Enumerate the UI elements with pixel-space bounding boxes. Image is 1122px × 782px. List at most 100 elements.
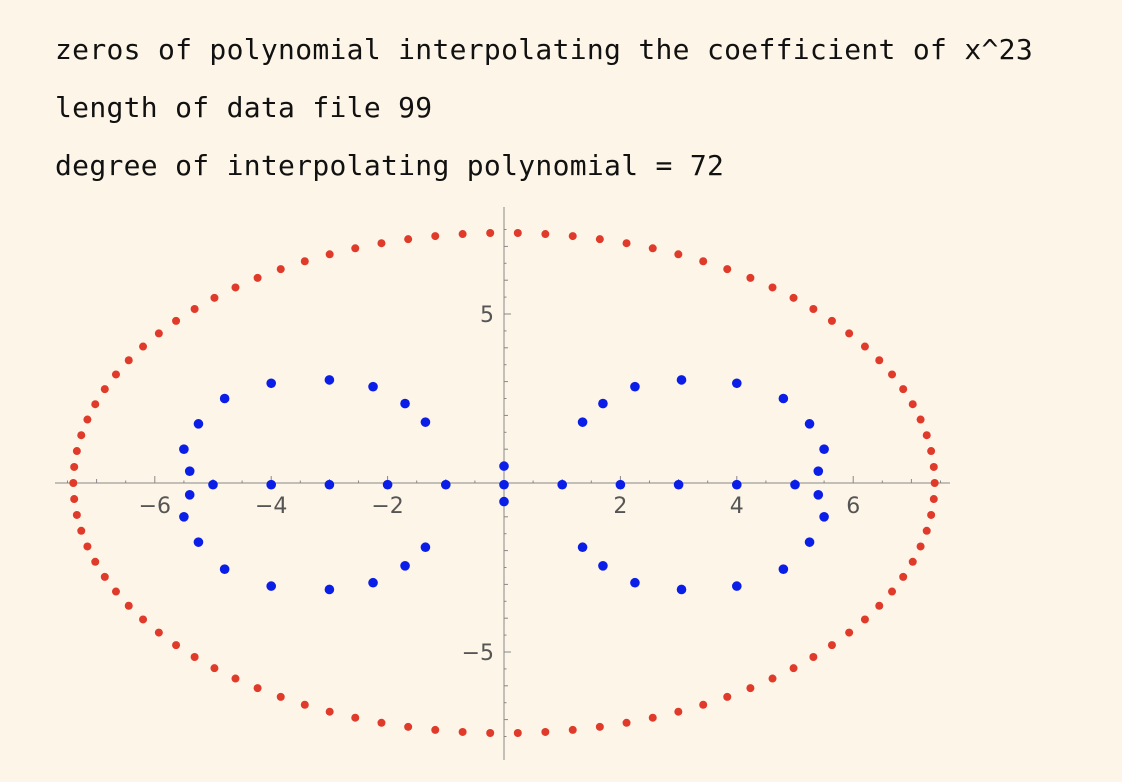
blue-zero-point [179,512,189,522]
red-zero-point [908,557,917,566]
blue-zero-point [266,378,277,389]
red-zero-point [139,615,148,624]
red-zero-point [648,713,657,722]
blue-zero-point [630,577,640,588]
red-zero-point [325,707,334,716]
red-zero-point [91,557,100,566]
red-zero-point [927,510,936,519]
red-zero-point [809,305,818,313]
red-zero-point [768,674,777,683]
blue-zero-point [219,393,230,404]
red-zero-point [276,692,285,701]
red-zero-point [377,718,386,727]
blue-zero-point [499,461,509,471]
blue-zero-point [790,479,800,490]
red-zero-point [513,728,522,737]
red-zero-point [139,342,148,351]
red-zero-point [699,700,708,709]
blue-zero-point [598,398,608,409]
blue-zero-point [676,375,687,385]
red-zero-point [300,257,309,266]
blue-zero-point [179,444,189,455]
red-zero-point [210,664,219,673]
red-zero-point [111,587,120,596]
red-zero-point [190,305,199,313]
red-zero-point [699,257,708,266]
blue-zero-point [382,479,393,490]
output-line-title: zeros of polynomial interpolating the co… [55,33,1033,66]
red-zero-point [888,587,897,596]
output-line-degree: degree of interpolating polynomial = 72 [55,149,725,182]
blue-zero-point [804,537,815,547]
red-zero-point [404,235,413,244]
red-zero-point [300,700,309,709]
red-zero-point [351,713,360,722]
red-zero-point [927,447,936,456]
blue-zero-point [368,381,378,392]
red-zero-point [231,674,240,683]
x-tick-label: 6 [846,494,860,519]
red-zero-point [486,728,495,737]
red-zero-point [431,232,440,241]
red-zero-point [568,232,577,241]
red-zero-point [100,572,109,581]
red-zero-point [922,526,931,535]
red-zero-point [916,415,925,424]
red-zero-point [111,370,120,379]
blue-zero-point [324,584,335,595]
red-zero-point [827,641,836,650]
red-zero-point [124,356,133,365]
red-zero-point [541,727,550,736]
blue-zero-point [400,561,410,571]
blue-zero-point [400,398,410,409]
output-line-data-length: length of data file 99 [55,91,433,124]
red-zero-point [253,273,262,282]
red-zero-point [888,370,897,379]
blue-zero-point [804,419,815,429]
blue-zero-point [813,466,824,476]
red-zero-point [70,462,79,471]
red-zero-point [77,526,86,535]
red-zero-point [827,316,836,325]
red-zero-point [172,316,181,325]
blue-zero-point [368,577,378,588]
red-zero-point [69,479,78,487]
red-zero-point [875,356,884,365]
blue-zero-point [673,479,684,490]
red-zero-point [83,415,92,424]
red-zero-point [253,684,262,693]
blue-zero-point [324,375,335,385]
blue-zero-point [266,581,277,591]
red-zero-point [210,293,219,302]
red-zero-point [154,329,163,338]
blue-zero-point [676,584,687,595]
red-zero-point [100,385,109,394]
blue-zero-point [208,479,218,490]
red-zero-point [860,615,869,624]
red-zero-point [908,400,917,409]
x-tick-label: 4 [730,494,744,519]
blue-zero-point [598,561,608,571]
blue-zero-point [499,479,509,490]
blue-zero-point [266,479,277,490]
x-tick-label: −2 [371,494,403,519]
blue-zero-point [732,581,742,591]
plot-points [69,229,939,737]
red-zero-point [899,572,908,581]
red-zero-point [91,400,100,409]
red-zero-point [768,283,777,292]
red-zero-point [404,722,413,731]
red-zero-point [486,229,495,238]
red-zero-point [809,653,818,661]
red-zero-point [723,265,732,274]
y-tick-label: −5 [462,641,494,666]
red-zero-point [789,664,798,673]
blue-zero-point [819,512,829,522]
red-zero-point [351,244,360,253]
blue-zero-point [778,564,789,574]
blue-zero-point [615,479,626,490]
red-zero-point [276,265,285,274]
blue-zero-point [732,378,742,389]
red-zero-point [72,510,81,519]
